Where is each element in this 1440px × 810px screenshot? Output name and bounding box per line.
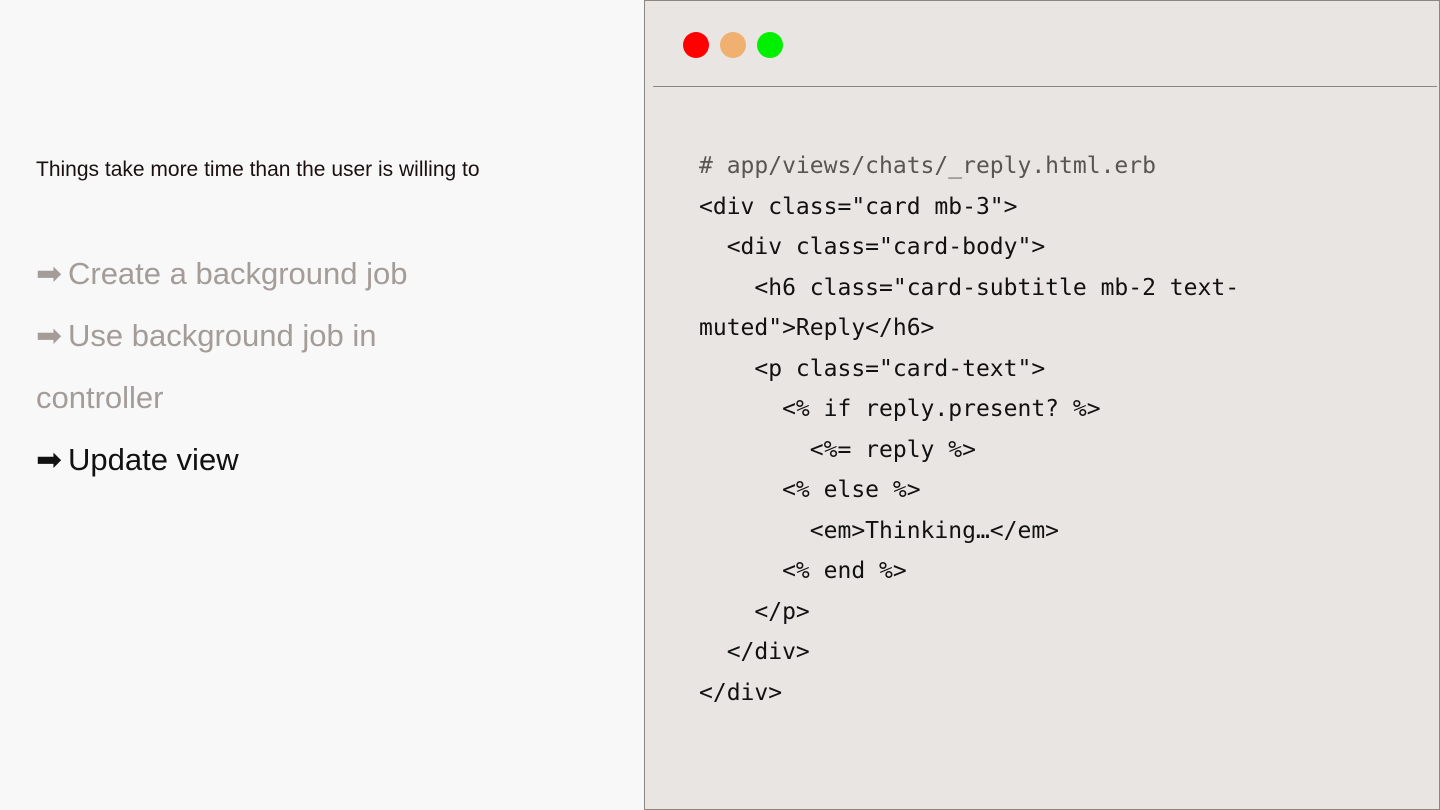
code-line: <em>Thinking…</em> bbox=[699, 517, 1060, 544]
arrow-icon: ➡ bbox=[36, 318, 62, 353]
window-titlebar bbox=[653, 1, 1437, 87]
code-window: # app/views/chats/_reply.html.erb <div c… bbox=[644, 0, 1440, 810]
slide-subtitle: Things take more time than the user is w… bbox=[36, 158, 480, 181]
code-line: <% if reply.present? %> bbox=[699, 396, 1101, 422]
minimize-button[interactable] bbox=[720, 32, 746, 58]
code-line: </p> bbox=[699, 598, 810, 625]
code-line: <% end %> bbox=[699, 558, 907, 584]
bullet-list: ➡Create a background job ➡Use background… bbox=[36, 243, 506, 491]
left-panel: Things take more time than the user is w… bbox=[0, 0, 644, 810]
code-line: </div> bbox=[699, 679, 783, 706]
bullet-item-continuation: controller bbox=[36, 367, 506, 429]
maximize-button[interactable] bbox=[757, 32, 783, 58]
code-line: <div class="card-body"> bbox=[699, 234, 1046, 260]
code-line: <h6 class="card-subtitle mb-2 text- bbox=[699, 274, 1240, 301]
bullet-item-active: ➡Update view bbox=[36, 429, 506, 491]
code-line: <div class="card mb-3"> bbox=[699, 193, 1018, 220]
code-block: # app/views/chats/_reply.html.erb <div c… bbox=[699, 146, 1399, 713]
code-line: <%= reply %> bbox=[699, 436, 976, 463]
close-button[interactable] bbox=[683, 32, 709, 58]
bullet-text: Update view bbox=[67, 442, 239, 477]
code-line: </div> bbox=[699, 639, 810, 665]
bullet-item: ➡Use background job in bbox=[36, 305, 506, 367]
bullet-text: controller bbox=[36, 380, 164, 415]
code-comment: # app/views/chats/_reply.html.erb bbox=[699, 153, 1156, 179]
arrow-icon: ➡ bbox=[36, 256, 62, 291]
bullet-text: Use background job in bbox=[67, 318, 377, 353]
code-line: <% else %> bbox=[699, 477, 921, 503]
bullet-item: ➡Create a background job bbox=[36, 243, 506, 305]
code-line: <p class="card-text"> bbox=[699, 355, 1046, 382]
code-line: muted">Reply</h6> bbox=[699, 315, 935, 341]
bullet-text: Create a background job bbox=[67, 256, 408, 291]
arrow-icon: ➡ bbox=[36, 442, 62, 477]
